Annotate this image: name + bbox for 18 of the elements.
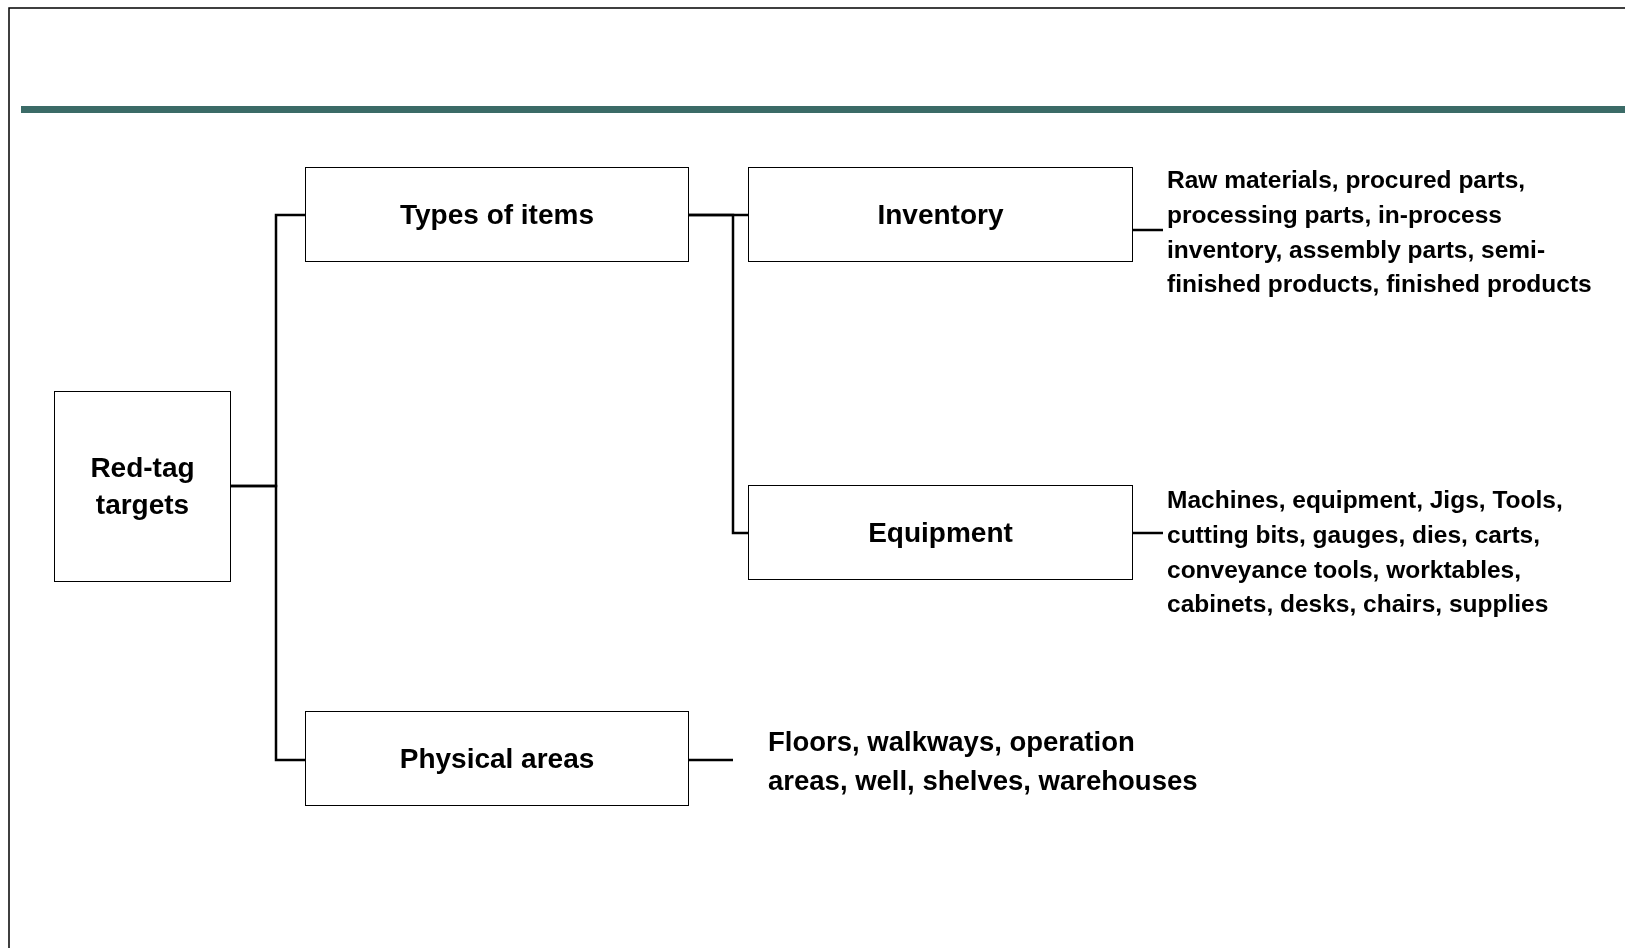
process-box [748,485,1133,580]
box-label: Physical areas [399,741,595,776]
connector-line [231,484,305,762]
item-list-text: Floors, walkways, operation areas, well, shelves, warehouses [768,725,1199,798]
connector-line [689,758,733,762]
box-label: Types of items [400,197,594,232]
connector-line [689,213,748,535]
process-box [305,711,689,806]
item-list-text: Machines, equipment, Jigs, Tools, cutting bits, gauges, dies, carts, conveyance tools, worktables, cabinets, desks, chairs, supplies [1167,485,1564,620]
process-box [54,391,231,582]
box-label: Red-tag targets [89,451,196,522]
item-list-text: Raw materials, procured parts, processing parts, in-process inventory, assembly parts, semi-finished products, finished products [1167,165,1593,300]
box-label: Inventory [877,197,1004,232]
process-box [305,167,689,262]
process-box [748,167,1133,262]
connector-line [1133,228,1163,232]
box-label: Equipment [868,515,1013,550]
connector-line [1133,531,1163,535]
